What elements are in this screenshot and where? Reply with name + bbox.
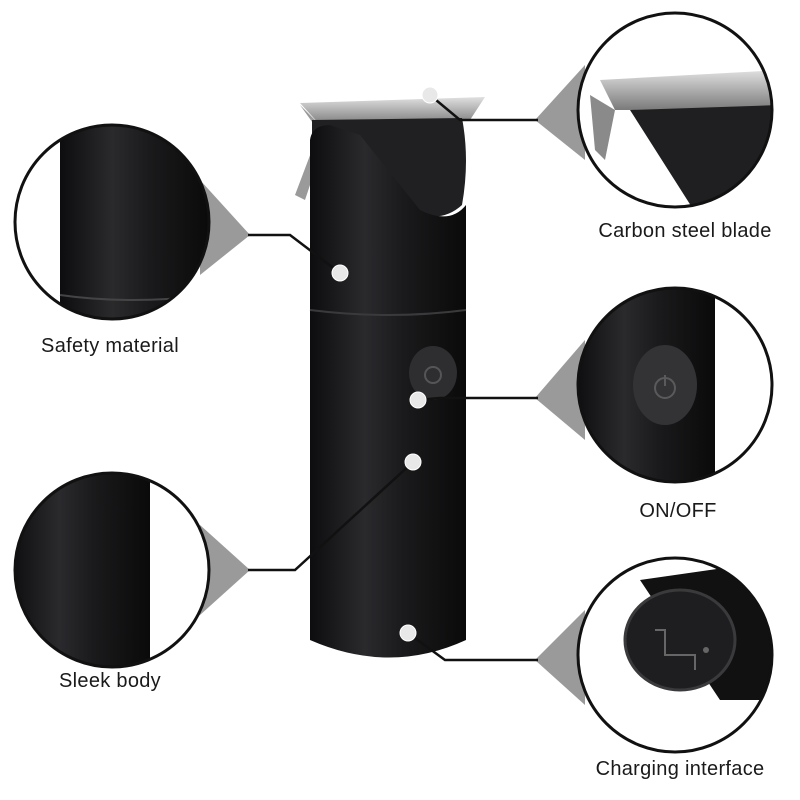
trimmer-product [295,97,485,658]
label-carbon-steel-blade: Carbon steel blade [598,220,772,242]
label-safety-material: Safety material [41,335,179,357]
label-charging-interface: Charging interface [595,758,765,780]
trimmer-body [310,125,466,658]
detail-power-button [578,288,772,482]
label-sleek-body: Sleek body [59,670,161,692]
label-on-off: ON/OFF [639,500,717,522]
detail-circle-outlines [13,11,774,754]
detail-safety-material [15,125,209,319]
detail-charging-interface [578,558,772,752]
blade [300,97,485,125]
detail-carbon-steel-blade [578,13,772,207]
callout-dots [331,86,439,642]
callout-pointers [200,65,585,705]
power-button [409,346,457,400]
